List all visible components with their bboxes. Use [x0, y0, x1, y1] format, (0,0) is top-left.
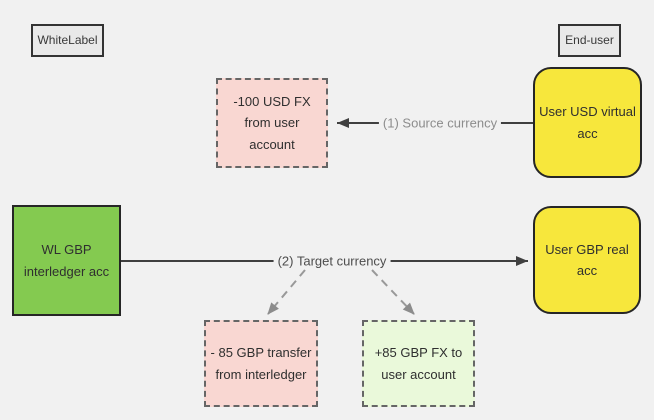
- edge-label-target-currency[interactable]: (2) Target currency: [273, 253, 391, 269]
- node-user-usd-virtual-acc[interactable]: User USD virtual acc: [533, 67, 642, 178]
- node-user-gbp-real-acc[interactable]: User GBP real acc: [533, 206, 641, 314]
- edge-split-to-transfer: [267, 269, 306, 315]
- edge-label-source-currency[interactable]: (1) Source currency: [378, 115, 502, 131]
- edge-split-to-fx: [371, 269, 415, 315]
- node-gbp-fx-to-user-account[interactable]: +85 GBP FX to user account: [362, 320, 475, 407]
- whitelabel-badge[interactable]: WhiteLabel: [31, 24, 104, 57]
- node-wl-gbp-interledger-acc[interactable]: WL GBP interledger acc: [12, 205, 121, 316]
- node-usd-fx-from-user[interactable]: -100 USD FX from user account: [216, 78, 328, 168]
- node-gbp-transfer-from-interledger[interactable]: - 85 GBP transfer from interledger: [204, 320, 318, 407]
- enduser-badge[interactable]: End-user: [558, 24, 621, 57]
